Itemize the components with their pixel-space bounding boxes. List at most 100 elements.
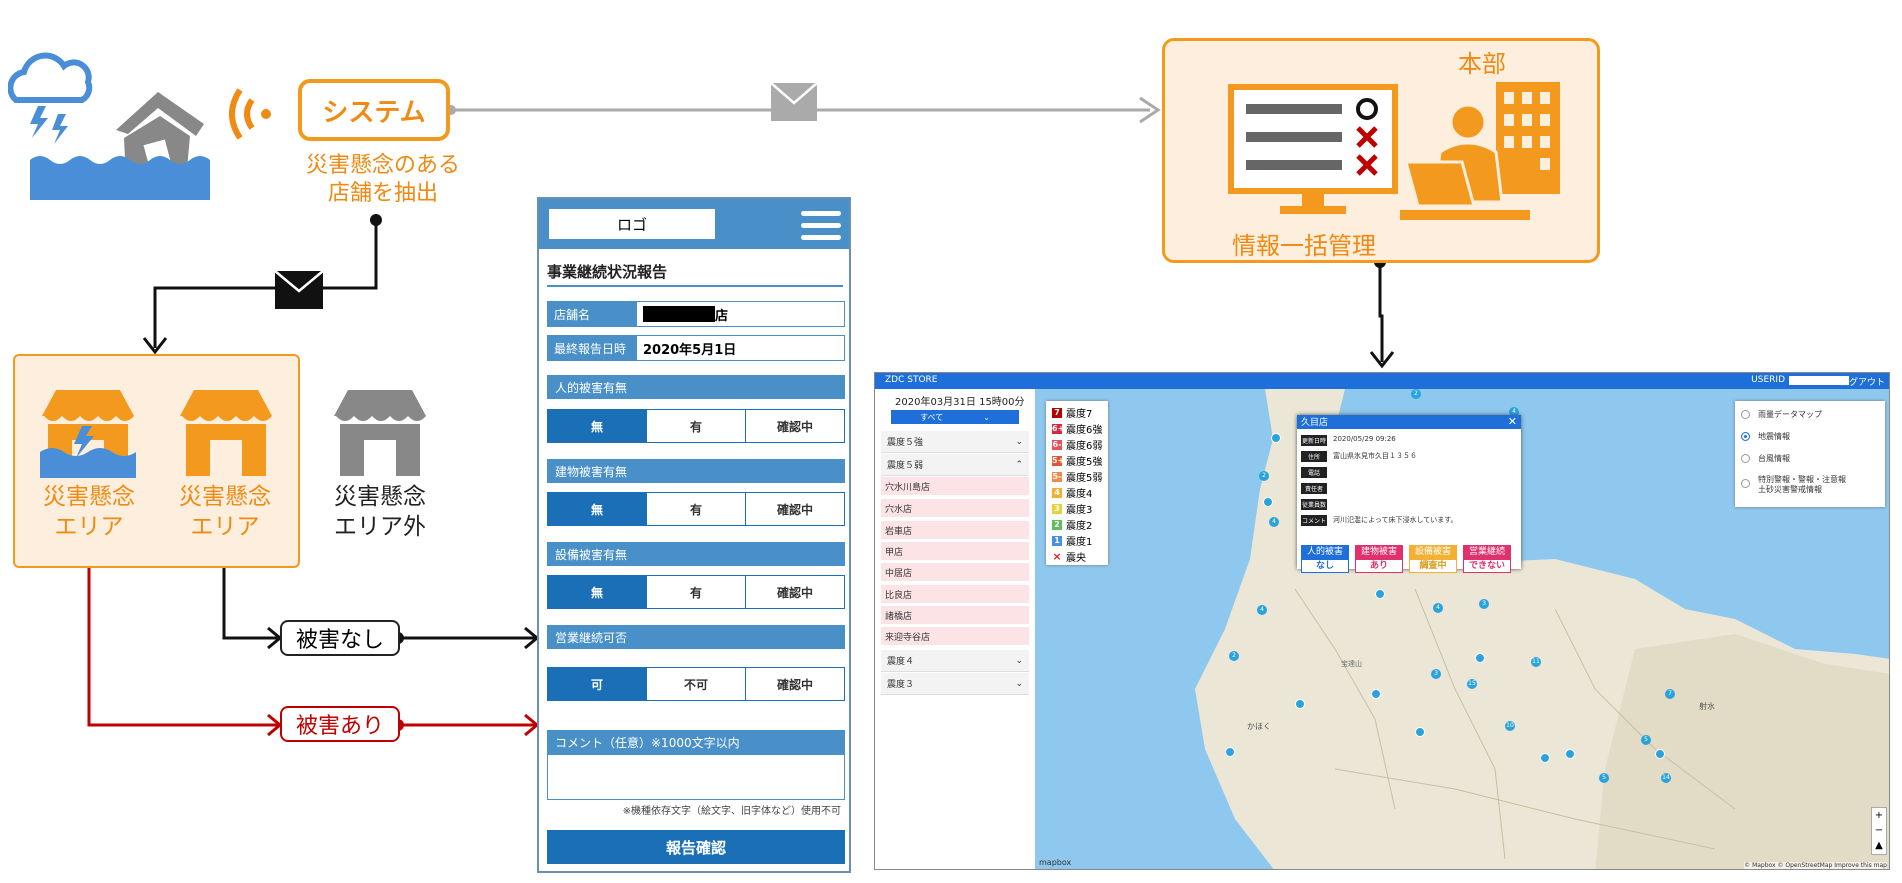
cluster-count[interactable]: 2 [1229, 651, 1239, 661]
damage-line [87, 552, 278, 727]
legend-item: 6-震度6弱 [1052, 439, 1103, 452]
mail-icon-gray [770, 82, 818, 121]
layer-label: 雨量データマップ [1758, 410, 1822, 419]
option-checking[interactable]: 確認中 [745, 668, 844, 700]
store-name-value[interactable]: 店 [637, 302, 844, 326]
damage-label: 被害あり [280, 706, 400, 742]
shop-item[interactable]: 穴水店 [881, 499, 1029, 517]
option-checking[interactable]: 確認中 [745, 410, 844, 442]
option-yes[interactable]: 有 [646, 493, 745, 525]
group-label: 震度５強 [887, 438, 924, 448]
store-pin[interactable] [1295, 699, 1305, 709]
system-caption-line1: 災害懸念のある [305, 153, 460, 178]
store-pin[interactable] [1225, 747, 1235, 757]
radio[interactable] [1741, 454, 1750, 463]
cluster-count[interactable]: 2 [1411, 389, 1421, 399]
comment-textarea[interactable] [547, 754, 845, 800]
zoom-out-icon[interactable]: − [1874, 825, 1884, 836]
radio[interactable] [1741, 410, 1750, 419]
status-top: 営業継続 [1463, 545, 1511, 559]
filter-select[interactable]: すべて⌄ [891, 410, 1019, 424]
area2-line1: 災害懸念 [179, 484, 271, 510]
cluster-count[interactable]: 14 [1661, 773, 1671, 783]
hq-caption: 情報一括管理 [1232, 232, 1376, 260]
section-human: 人的被害有無 [547, 375, 845, 399]
option-possible[interactable]: 可 [548, 668, 646, 700]
layer-quake[interactable]: 地震情報 [1741, 431, 1790, 442]
cluster-count[interactable]: 4 [1433, 603, 1443, 613]
option-checking[interactable]: 確認中 [745, 493, 844, 525]
shop-item[interactable]: 甲店 [881, 542, 1029, 560]
store-pin[interactable] [1415, 727, 1425, 737]
store-pin[interactable] [1263, 497, 1273, 507]
group-label: 震度４ [887, 657, 915, 667]
store-popup: 久目店 ✕ 更新日時 2020/05/29 09:26 住所 富山県氷見市久目１… [1297, 415, 1521, 573]
status-building[interactable]: 建物被害 あり [1355, 545, 1403, 573]
group-4[interactable]: 震度４⌄ [881, 650, 1029, 672]
shop-item[interactable]: 岩車店 [881, 521, 1029, 539]
cluster-count[interactable]: 5 [1641, 735, 1651, 745]
popup-key: 責任者 [1301, 483, 1327, 494]
shop-item[interactable]: 穴水川島店 [881, 477, 1029, 495]
option-impossible[interactable]: 不可 [646, 668, 745, 700]
store-pin[interactable] [1540, 753, 1550, 763]
option-yes[interactable]: 有 [646, 576, 745, 608]
map-canvas[interactable]: かほく 射水 宝達山 2 4 2 4 4 2 3 4 3 15 11 10 5 … [1035, 389, 1889, 869]
submit-button[interactable]: 報告確認 [547, 830, 845, 864]
segment-building: 無 有 確認中 [547, 492, 845, 526]
option-none[interactable]: 無 [548, 410, 646, 442]
shop-item[interactable]: 比良店 [881, 585, 1029, 603]
layer-warnings[interactable]: 特別警報・警報・注意報土砂災害警戒情報 [1741, 475, 1846, 495]
cluster-count[interactable]: 3 [1479, 599, 1489, 609]
logout-link[interactable]: ログアウト [1839, 378, 1885, 388]
status-continuity[interactable]: 営業継続 できない [1463, 545, 1511, 573]
group-3[interactable]: 震度３⌄ [881, 673, 1029, 695]
radio[interactable] [1741, 479, 1750, 488]
store-pin[interactable] [1371, 689, 1381, 699]
status-human[interactable]: 人的被害 なし [1301, 545, 1349, 573]
place-label: かほく [1247, 722, 1271, 731]
store-pin[interactable] [1271, 433, 1281, 443]
hamburger-menu-icon[interactable] [801, 211, 841, 241]
layer-typhoon[interactable]: 台風情報 [1741, 453, 1790, 464]
cluster-count[interactable]: 4 [1509, 407, 1519, 417]
place-label: 射水 [1699, 702, 1715, 711]
cluster-count[interactable]: 5 [1599, 773, 1609, 783]
store-pin[interactable] [1655, 749, 1665, 759]
option-checking[interactable]: 確認中 [745, 576, 844, 608]
option-yes[interactable]: 有 [646, 410, 745, 442]
store-pin[interactable] [1375, 589, 1385, 599]
group-label: 震度３ [887, 680, 915, 690]
group-5plus[interactable]: 震度５強⌄ [881, 431, 1029, 453]
zoom-controls[interactable]: + − ▲ [1871, 807, 1887, 855]
radio-selected[interactable] [1741, 432, 1750, 441]
system-area-arrow [142, 337, 168, 355]
store-pin[interactable] [1475, 653, 1485, 663]
cluster-count[interactable]: 3 [1431, 669, 1441, 679]
chevron-up-icon: ⌃ [1015, 459, 1023, 470]
zoom-in-icon[interactable]: + [1874, 810, 1884, 821]
store-pin[interactable] [1565, 749, 1575, 759]
status-equipment[interactable]: 設備被害 調査中 [1409, 545, 1457, 573]
shop-item[interactable]: 諸橋店 [881, 606, 1029, 624]
close-icon[interactable]: ✕ [1507, 415, 1517, 428]
cluster-count[interactable]: 15 [1467, 679, 1477, 689]
compass-icon[interactable]: ▲ [1875, 840, 1883, 851]
cluster-count[interactable]: 10 [1505, 721, 1515, 731]
cluster-count[interactable]: 11 [1531, 657, 1541, 667]
option-none[interactable]: 無 [548, 576, 646, 608]
option-none[interactable]: 無 [548, 493, 646, 525]
cluster-count[interactable]: 4 [1269, 517, 1279, 527]
layer-label: 台風情報 [1758, 454, 1790, 463]
shop-item[interactable]: 来迎寺谷店 [881, 627, 1029, 645]
cluster-count[interactable]: 2 [1259, 471, 1269, 481]
cluster-count[interactable]: 7 [1665, 689, 1675, 699]
group-5minus[interactable]: 震度５弱⌃ [881, 454, 1029, 476]
shop-item[interactable]: 中居店 [881, 563, 1029, 581]
layer-rain[interactable]: 雨量データマップ [1741, 409, 1822, 420]
attribution[interactable]: © Mapbox © OpenStreetMap Improve this ma… [1744, 862, 1887, 869]
mail-icon-black [274, 270, 324, 309]
cluster-count[interactable]: 4 [1257, 605, 1267, 615]
